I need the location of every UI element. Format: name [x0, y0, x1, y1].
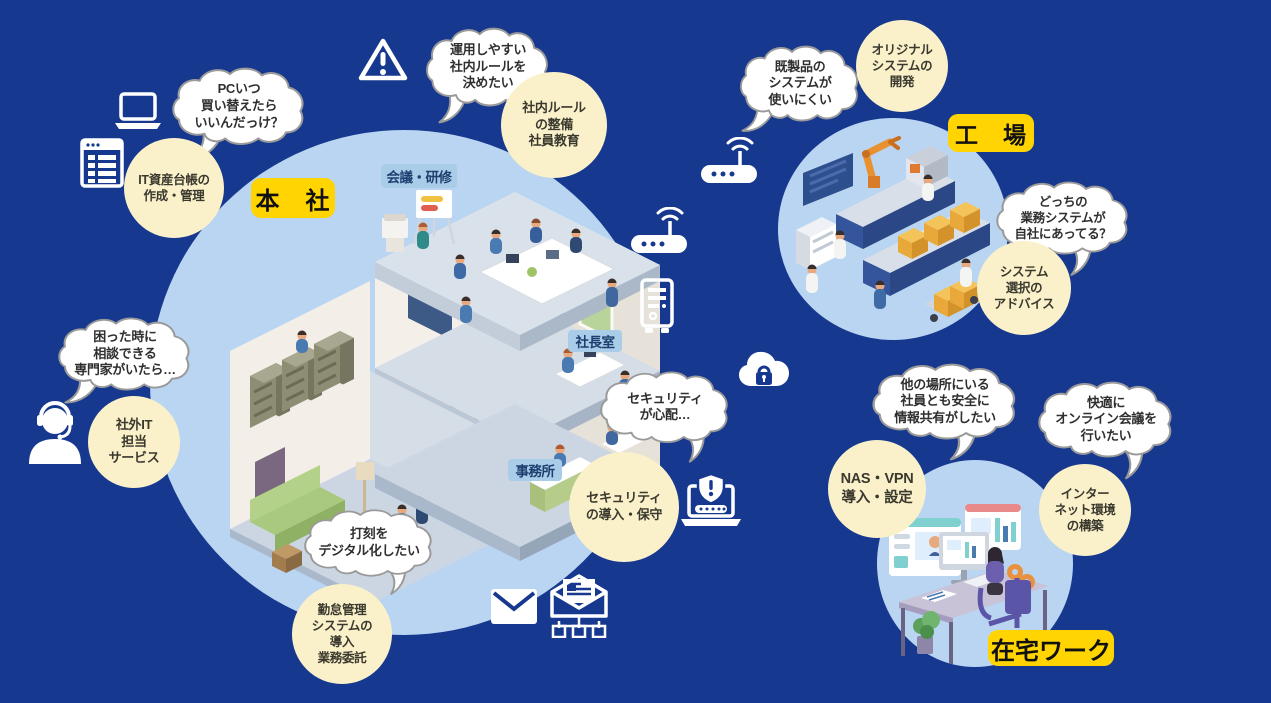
solution-circle-security-install: セキュリティ の導入・保守: [569, 452, 679, 562]
concern-bubble-rules: 運用しやすい 社内ルールを 決めたい: [424, 26, 552, 134]
remote-work-label: 在宅ワーク: [988, 630, 1114, 666]
concern-bubble-share: 他の場所にいる 社員とも安全に 情報共有がしたい: [870, 362, 1020, 466]
factory-illustration: [796, 136, 990, 322]
concern-text: 運用しやすい 社内ルールを 決めたい: [449, 42, 527, 91]
concern-text: PCいつ 買い替えたら いいんだっけ？: [194, 81, 284, 130]
room-label-president: 社長室: [568, 330, 622, 352]
concern-bubble-which-system: どっちの 業務システムが 自社にあってる？: [994, 180, 1132, 280]
laptop-icon: [112, 92, 164, 132]
room-label-meeting: 会議・研修: [381, 164, 457, 188]
concern-text: 既製品の システムが 使いにくい: [768, 58, 832, 107]
security-laptop-icon: [678, 472, 744, 528]
solution-circle-attendance: 勤怠管理 システムの 導入 業務委託: [292, 584, 392, 684]
solution-circle-system-advice: システム 選択の アドバイス: [977, 241, 1071, 335]
concern-bubble-timestamp: 打刻を デジタル化したい: [302, 508, 436, 600]
concern-bubble-security: セキュリティ が心配…: [598, 370, 732, 468]
mail-icon: [490, 588, 538, 626]
solution-circle-original-system: オリジナル システムの 開発: [856, 20, 948, 112]
concern-text: 困った時に 相談できる 専門家がいたら…: [74, 329, 176, 378]
wifi-router-icon: [700, 137, 758, 185]
solution-circle-external-it: 社外IT 担当 サービス: [88, 396, 180, 488]
concern-bubble-expert: 困った時に 相談できる 専門家がいたら…: [56, 316, 194, 416]
solution-circle-internet: インター ネット環境 の構築: [1039, 464, 1131, 556]
concern-text: 他の場所にいる 社員とも安全に 情報共有がしたい: [894, 376, 996, 425]
concern-bubble-readymade: 既製品の システムが 使いにくい: [738, 44, 862, 148]
wifi-router-icon: [630, 207, 688, 255]
remote-work-illustration: [889, 504, 1049, 664]
concern-text: 打刻を デジタル化したい: [318, 526, 420, 558]
room-label-office: 事務所: [508, 459, 562, 481]
server-icon: [638, 278, 676, 334]
warning-triangle-icon: [356, 36, 410, 84]
solution-circle-asset-ledger: IT資産台帳の 作成・管理: [124, 138, 224, 238]
concern-bubble-online-meeting: 快適に オンライン会議を 行いたい: [1036, 380, 1176, 484]
ledger-icon: [80, 138, 124, 188]
headset-operator-icon: [24, 400, 86, 466]
concern-text: どっちの 業務システムが 自社にあってる？: [1014, 195, 1112, 241]
headquarters-label: 本 社: [251, 178, 335, 218]
concern-bubble-pc-replace: PCいつ 買い替えたら いいんだっけ？: [170, 66, 308, 172]
factory-label: 工 場: [948, 114, 1034, 152]
concern-text: 快適に オンライン会議を 行いたい: [1055, 394, 1157, 443]
mail-network-icon: [546, 574, 612, 638]
solution-circle-rules-training: 社内ルール の整備 社員教育: [501, 72, 607, 178]
cloud-lock-icon: [738, 346, 790, 392]
solution-circle-nas-vpn: NAS・VPN 導入・設定: [828, 440, 926, 538]
concern-text: セキュリティ が心配…: [627, 390, 703, 423]
